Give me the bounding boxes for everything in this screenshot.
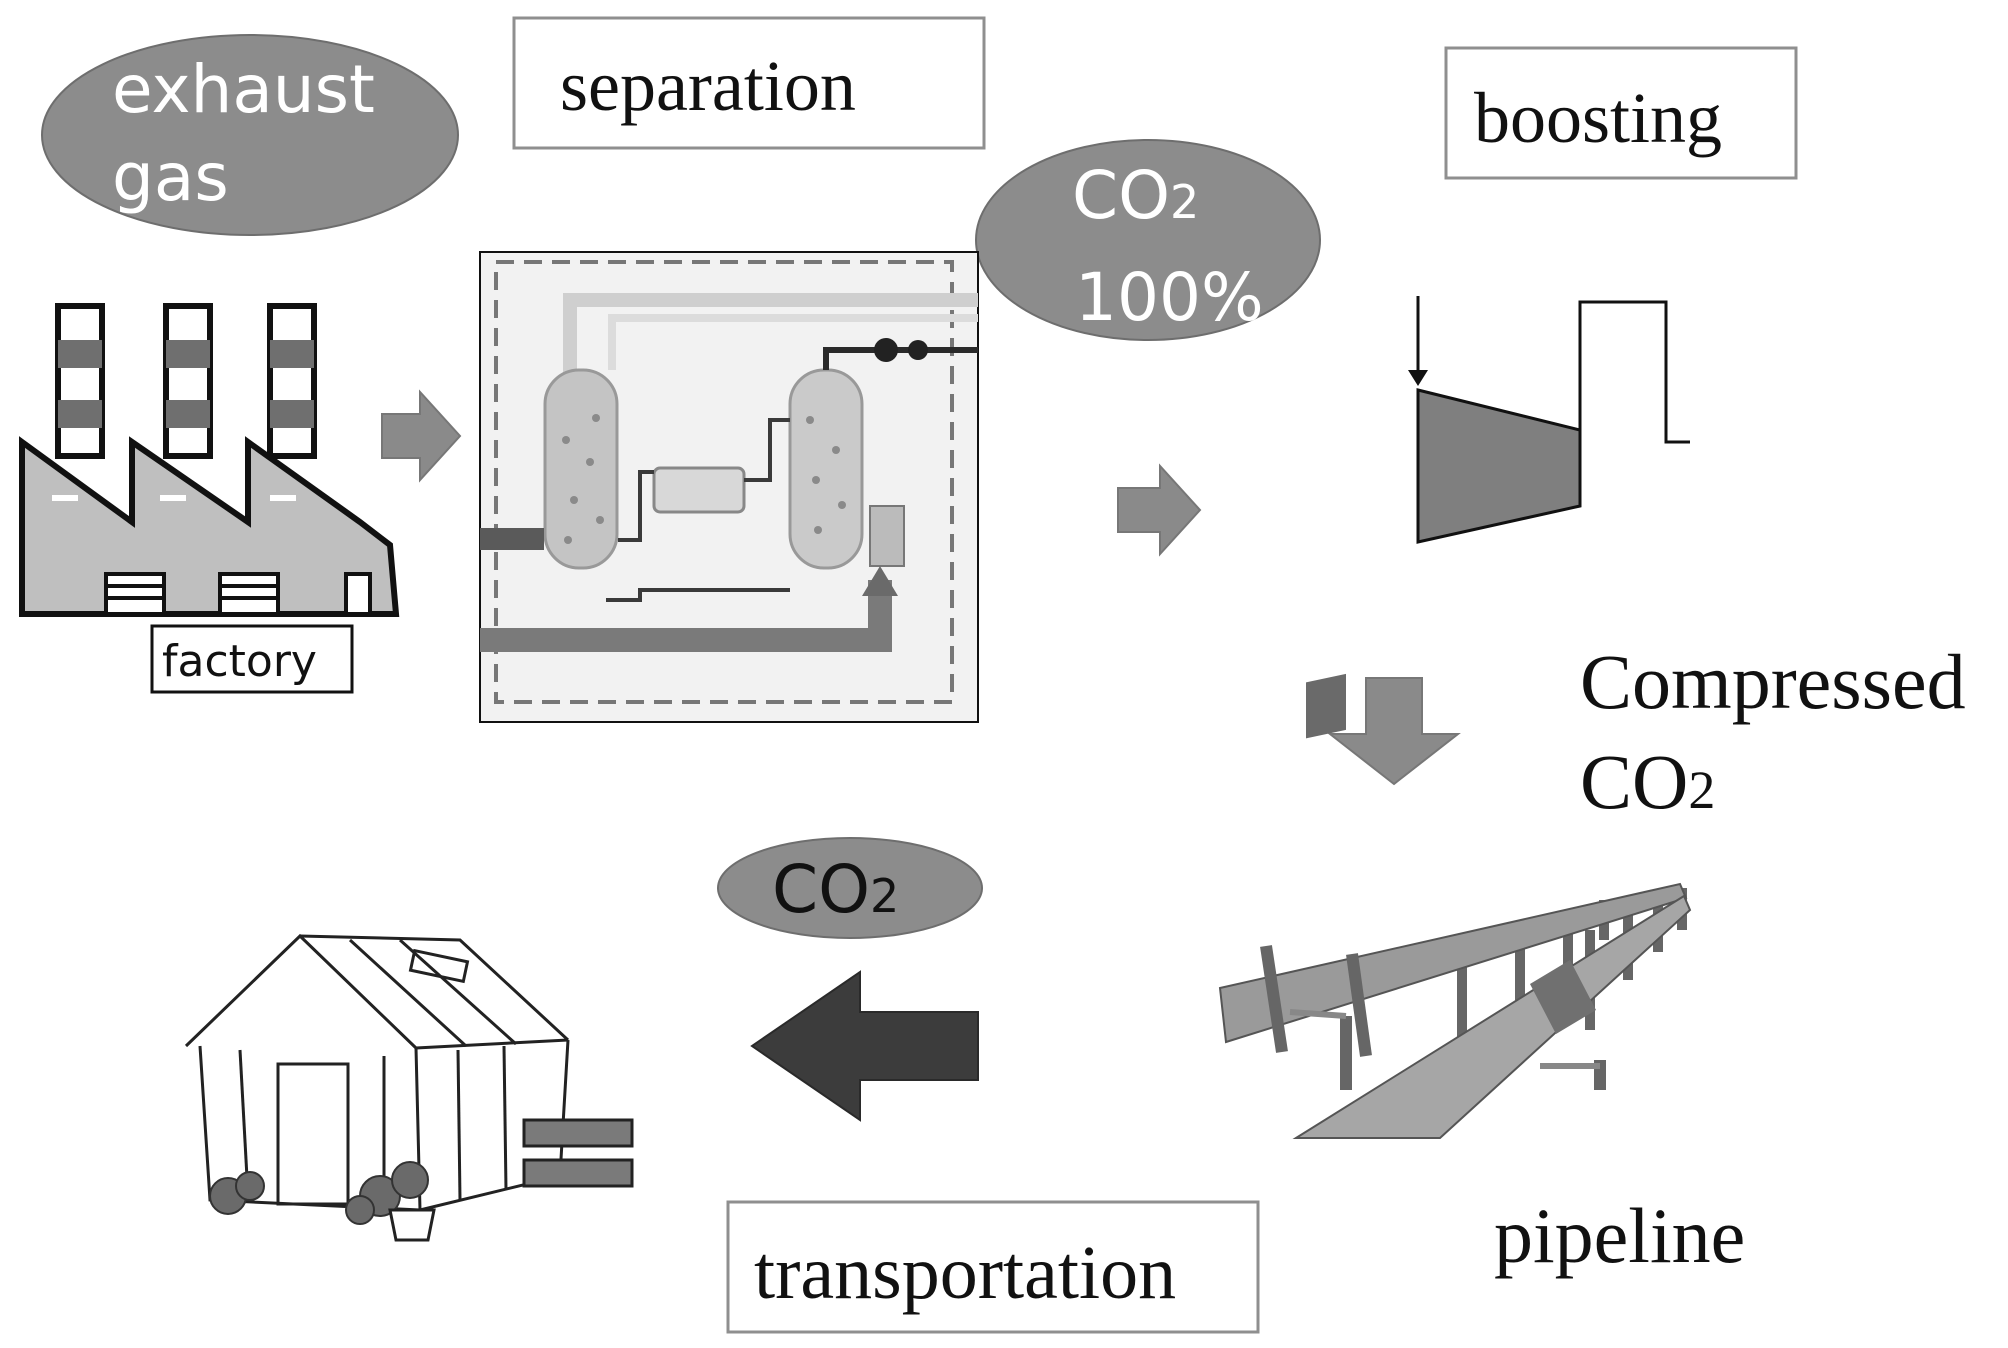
absorber-tower (543, 368, 619, 570)
regenerator-tower (788, 368, 864, 570)
boosting-label-box: boosting (1444, 46, 1798, 180)
svg-text:CO2: CO2 (1072, 157, 1199, 234)
greenhouse-icon (184, 933, 570, 1242)
pipeline-icon (1218, 673, 1692, 1139)
factory-icon (19, 303, 400, 617)
transportation-label: transportation (754, 1231, 1176, 1315)
exhaust-gas-bubble: exhaust gas (41, 34, 459, 236)
co2-bubble-subscript: 2 (870, 869, 899, 923)
arrow-factory-to-separation (381, 389, 462, 483)
separation-label-box: separation (512, 16, 986, 150)
factory-small-door (344, 572, 372, 616)
factory-label-box: factory (150, 624, 354, 694)
greenhouse-co2-bar-1 (522, 1118, 634, 1148)
factory-door-1 (104, 572, 166, 616)
exhaust-gas-label-line2: gas (112, 139, 229, 216)
arrow-separation-to-boosting (1117, 463, 1202, 557)
co2-pure-bubble: CO2 100% (975, 139, 1321, 341)
chimney-2 (163, 303, 213, 459)
svg-text:CO2: CO2 (772, 851, 899, 928)
compressor-icon (1408, 296, 1690, 544)
compressed-co2-subscript: 2 (1688, 760, 1715, 820)
greenhouse-co2-bar-2 (522, 1158, 634, 1188)
chimney-1 (55, 303, 105, 459)
co2-pure-percent: 100% (1075, 259, 1264, 336)
svg-text:CO2: CO2 (1580, 738, 1715, 825)
separation-label: separation (560, 46, 856, 126)
co2-pure-label: CO (1072, 157, 1170, 234)
chimney-3 (267, 303, 317, 459)
factory-building (19, 436, 400, 617)
exhaust-gas-label-line1: exhaust (112, 51, 375, 128)
arrow-boosting-to-pipeline (1327, 677, 1461, 786)
pipeline-label: pipeline (1494, 1192, 1745, 1279)
factory-label: factory (162, 636, 317, 687)
transportation-label-box: transportation (726, 1200, 1260, 1334)
co2-bubble-label: CO (772, 851, 870, 928)
co2-bubble: CO2 (717, 837, 983, 939)
compressed-label: Compressed (1580, 638, 1966, 725)
absorption-plant-icon (479, 251, 979, 723)
factory-door-2 (218, 572, 280, 616)
arrow-pipeline-to-greenhouse (750, 970, 979, 1122)
boosting-label: boosting (1474, 78, 1722, 158)
co2-pure-subscript: 2 (1170, 175, 1199, 229)
compressed-co2-label: CO (1580, 738, 1688, 825)
